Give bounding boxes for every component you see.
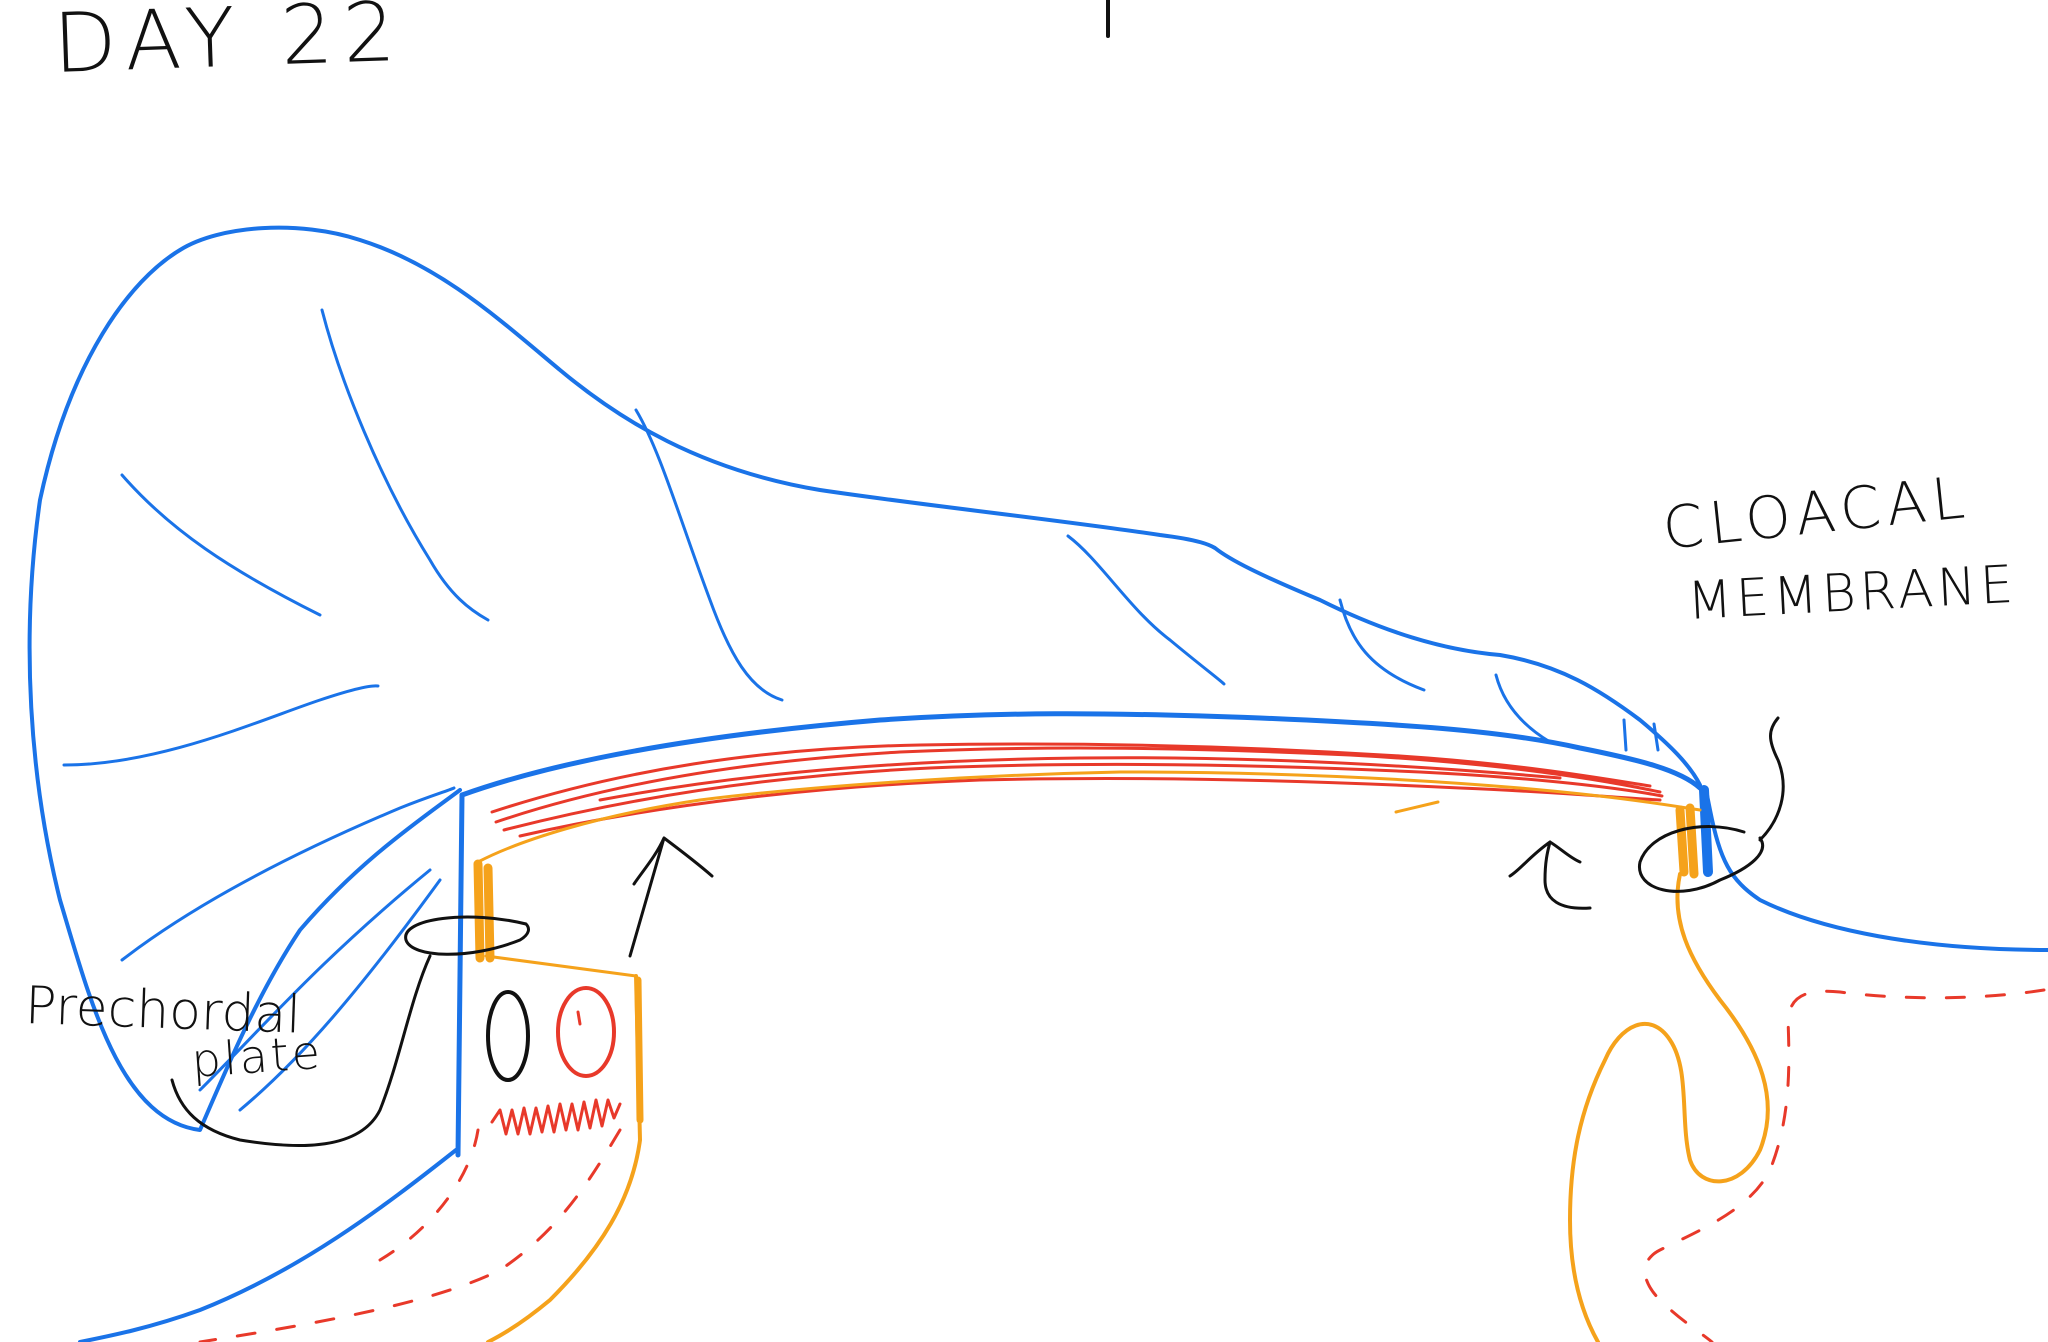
mesoderm-scribble (490, 742, 1664, 838)
cloacal-pointer-loop (1638, 716, 1785, 893)
prechordal-plate-label-line2: plate (189, 1024, 325, 1088)
dashed-line-left-inner (378, 1128, 480, 1262)
red-zigzag-scribble (490, 1098, 622, 1136)
fold-line-2 (120, 473, 322, 617)
amnion-outline (27, 225, 1702, 1132)
fold-line-3 (634, 408, 784, 702)
fold-line-8 (120, 786, 456, 962)
black-oval (486, 990, 530, 1082)
fold-line-4 (62, 684, 380, 767)
red-oval-dot (576, 1010, 582, 1026)
yolk-sac-right-wall (486, 974, 642, 1342)
dashed-line-right (1643, 988, 2046, 1342)
dashed-line-left (198, 1128, 622, 1342)
fold-line-9 (198, 868, 432, 1092)
fold-line-6 (1338, 598, 1426, 692)
lower-left-outline (78, 1148, 458, 1342)
yolk-sac-right-wall-mark (634, 976, 644, 1124)
prechordal-pointer-loop (170, 915, 530, 1148)
prechordal-plate-mark (473, 859, 495, 963)
arrow-up-right (1508, 840, 1592, 910)
red-oval (556, 986, 616, 1078)
endoderm-outline (476, 770, 1702, 864)
fold-line-11 (1622, 718, 1660, 752)
arrow-up-left (628, 836, 714, 958)
page-title: DAY 22 (51, 0, 407, 92)
cloacal-membrane-orange-mark (1675, 803, 1699, 879)
allantois-loop (1568, 872, 1770, 1342)
prechordal-wall-line (455, 792, 465, 1158)
fold-line-10 (238, 878, 442, 1112)
yolk-sac-upper-line (484, 954, 638, 978)
fold-line-5 (1066, 534, 1226, 686)
ectoderm-band-top (459, 711, 1703, 798)
endoderm-fragment (1394, 800, 1440, 814)
tail-outline (1704, 788, 2048, 952)
fold-line-7 (1494, 673, 1552, 744)
fold-line-1 (320, 308, 490, 622)
cloacal-membrane-blue-mark (1699, 785, 1713, 877)
